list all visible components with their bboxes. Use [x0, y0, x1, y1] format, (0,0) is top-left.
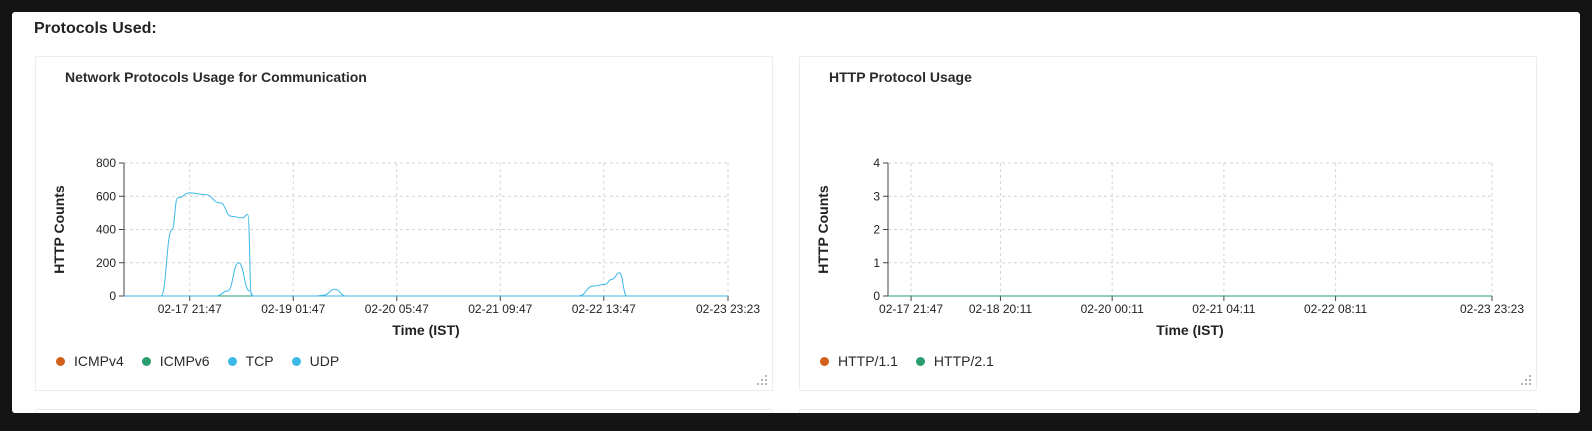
legend-marker	[820, 356, 829, 366]
legend-item-icmpv4[interactable]: ICMPv4	[56, 353, 124, 369]
http-protocol-chart: 0 1 2 3 4 02-17 21:47 02-18 20:11 02-20 00:11 02…	[815, 156, 1524, 338]
x-tick-label: 02-23 23:23	[1460, 302, 1524, 316]
y-tick-label: 400	[96, 223, 116, 237]
x-tick-label: 02-21 04:11	[1192, 302, 1255, 316]
x-tick-label: 02-22 08:11	[1304, 302, 1367, 316]
x-tick-label: 02-19 01:47	[261, 302, 325, 316]
series-line-udp	[124, 262, 728, 297]
x-tick-label: 02-18 20:11	[969, 302, 1032, 316]
legend-label: HTTP/2.1	[933, 353, 994, 369]
series-line-tcp	[124, 192, 728, 297]
legend-item-tcp[interactable]: TCP	[227, 353, 274, 369]
y-axis-label: HTTP Counts	[815, 185, 831, 274]
x-axis-label: Time (IST)	[1156, 322, 1223, 338]
y-tick-label: 0	[109, 289, 116, 303]
section-title: Protocols Used:	[34, 20, 157, 37]
chart-legend: ICMPv4 ICMPv6 TCP UDP	[56, 353, 357, 369]
x-tick-label: 02-21 09:47	[468, 302, 532, 316]
chart-legend: HTTP/1.1 HTTP/2.1	[820, 353, 1012, 369]
legend-label: ICMPv6	[159, 353, 210, 369]
y-tick-label: 4	[873, 156, 880, 170]
legend-item-udp[interactable]: UDP	[291, 353, 340, 369]
legend-marker	[915, 356, 925, 366]
resize-handle-icon[interactable]	[1520, 374, 1532, 386]
panel-title: HTTP Protocol Usage	[829, 69, 972, 85]
x-tick-label: 02-23 23:23	[696, 302, 760, 316]
legend-item-http11[interactable]: HTTP/1.1	[820, 353, 898, 369]
dashboard-page: Protocols Used: Network Protocols Usage …	[12, 12, 1580, 413]
legend-marker	[56, 356, 65, 366]
y-tick-label: 2	[873, 223, 880, 237]
y-tick-label: 600	[96, 189, 116, 203]
x-tick-label: 02-17 21:47	[158, 302, 222, 316]
y-tick-label: 1	[873, 256, 880, 270]
legend-label: UDP	[309, 353, 340, 369]
next-panel-edge	[35, 409, 773, 413]
x-tick-label: 02-22 13:47	[572, 302, 636, 316]
legend-marker	[227, 356, 237, 366]
network-protocols-panel: Network Protocols Usage for Communicatio…	[35, 56, 773, 391]
next-panel-edge	[799, 409, 1537, 413]
resize-handle-icon[interactable]	[756, 374, 768, 386]
legend-item-icmpv6[interactable]: ICMPv6	[141, 353, 210, 369]
x-tick-label: 02-20 00:11	[1081, 302, 1144, 316]
x-tick-label: 02-17 21:47	[879, 302, 943, 316]
x-axis-label: Time (IST)	[392, 322, 459, 338]
panel-title: Network Protocols Usage for Communicatio…	[65, 69, 367, 85]
network-protocols-chart: 0 200 400 600 800 02-17 21:47 02-19 01:47 02-20…	[51, 156, 760, 338]
y-tick-label: 0	[873, 289, 880, 303]
y-tick-label: 800	[96, 156, 116, 170]
x-tick-label: 02-20 05:47	[365, 302, 429, 316]
legend-item-http21[interactable]: HTTP/2.1	[915, 353, 994, 369]
legend-label: HTTP/1.1	[838, 353, 898, 369]
legend-label: TCP	[245, 353, 274, 369]
y-tick-label: 3	[873, 189, 880, 203]
y-axis-label: HTTP Counts	[51, 185, 67, 274]
legend-label: ICMPv4	[74, 353, 124, 369]
y-tick-label: 200	[96, 256, 116, 270]
legend-marker	[141, 356, 151, 366]
legend-marker	[291, 356, 301, 366]
http-protocol-panel: HTTP Protocol Usage 0 1 2 3 4 02-17 21:47 02-1…	[799, 56, 1537, 391]
